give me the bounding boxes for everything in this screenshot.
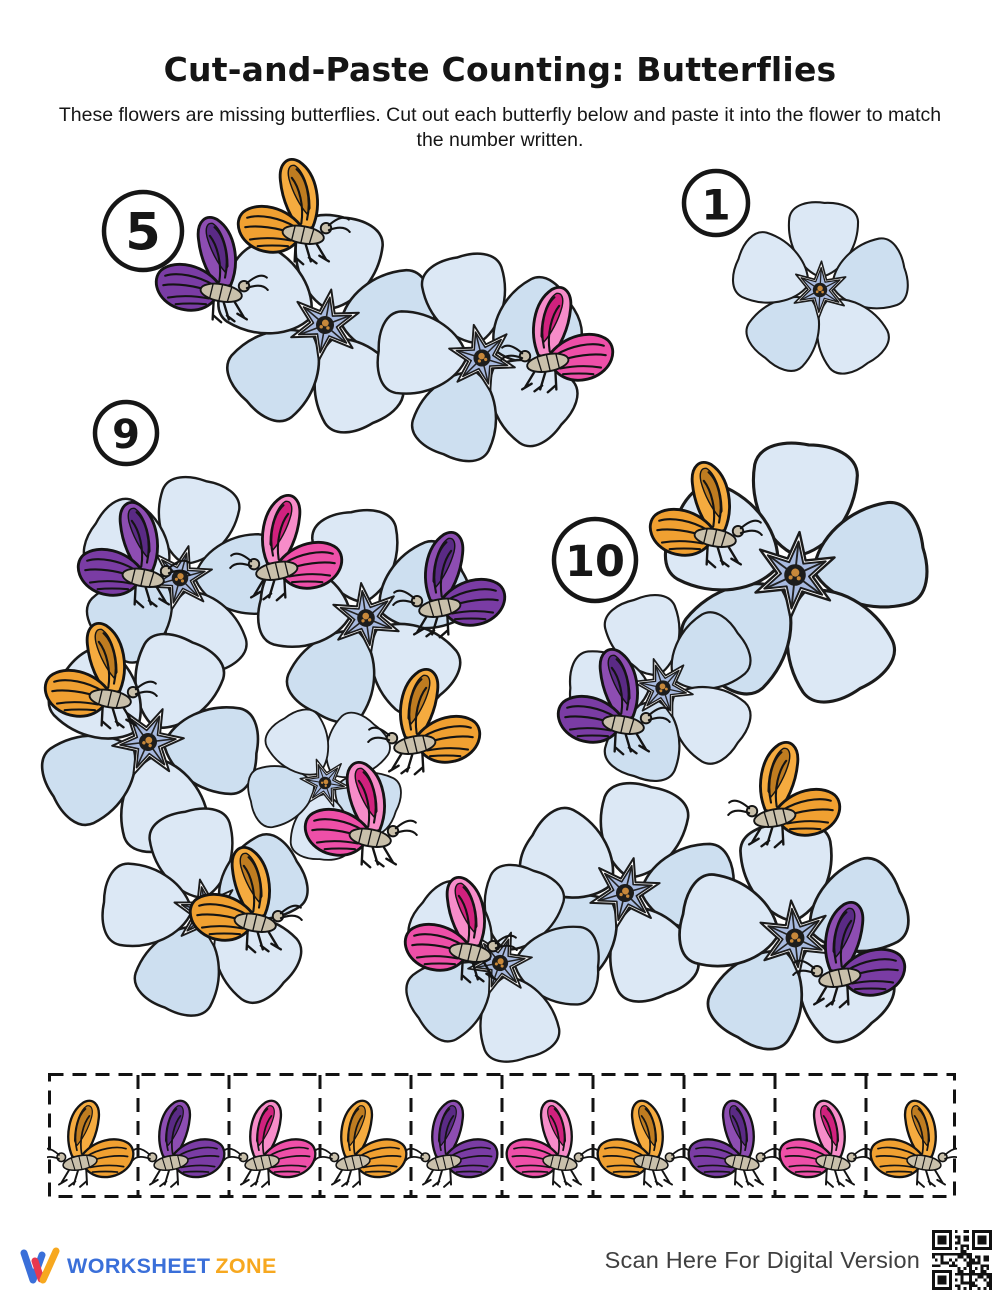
- flower-center-blossom: [444, 316, 520, 400]
- butterfly-purple: [687, 1099, 782, 1189]
- flower: [40, 632, 260, 854]
- butterfly-pink: [228, 493, 344, 602]
- number-badge-5: 5: [101, 189, 185, 273]
- flower-center-blossom: [585, 849, 665, 937]
- flower: [678, 821, 910, 1051]
- flower-center-blossom: [757, 895, 833, 981]
- butterfly-purple: [556, 647, 672, 756]
- flower-group-5: 5: [101, 157, 615, 463]
- butterfly-purple: [791, 900, 907, 1009]
- flower-center-blossom: [169, 872, 245, 954]
- flower-center-blossom: [142, 537, 218, 619]
- flower: [101, 807, 309, 1017]
- scan-cta: Scan Here For Digital Version: [605, 1228, 992, 1292]
- brand-worksheet: WORKSHEET: [67, 1253, 211, 1278]
- number-badge-10: 10: [551, 516, 639, 604]
- strip-border: [48, 1073, 956, 1198]
- butterfly-pink: [222, 1099, 317, 1189]
- flower-center-blossom: [291, 748, 359, 818]
- butterfly-purple: [131, 1099, 226, 1189]
- butterfly-purple: [154, 215, 270, 324]
- butterfly-pink: [403, 875, 519, 984]
- flower: [257, 508, 473, 724]
- number-badge-9: 9: [92, 399, 160, 467]
- flower-center-blossom: [627, 649, 699, 727]
- qr-code-icon: [932, 1230, 992, 1290]
- flower: [405, 863, 600, 1063]
- flower-group-10: 10: [403, 441, 929, 1063]
- cutout-strip: [40, 1072, 964, 1199]
- butterfly-orange: [236, 157, 352, 266]
- badge-number: 10: [565, 537, 625, 587]
- butterfly-orange: [188, 845, 304, 954]
- brand-zone: ZONE: [215, 1253, 277, 1278]
- flower-center-blossom: [329, 577, 403, 659]
- flower: [518, 781, 737, 1003]
- butterfly-purple: [404, 1099, 499, 1189]
- butterfly-orange: [648, 460, 764, 569]
- badge-number: 1: [701, 181, 730, 230]
- scene-root: 5 1 9 10: [40, 157, 929, 1063]
- scan-text: Scan Here For Digital Version: [604, 1246, 920, 1273]
- flower-center-blossom: [792, 259, 848, 321]
- flower-center-blossom: [461, 922, 539, 1004]
- butterfly-pink: [303, 760, 419, 869]
- flower-group-9: 9: [40, 399, 507, 1017]
- butterfly-orange: [366, 667, 482, 776]
- butterfly-orange: [313, 1099, 408, 1189]
- flower: [731, 201, 909, 375]
- butterfly-purple: [76, 500, 192, 609]
- flower: [217, 213, 437, 434]
- flower-center-blossom: [103, 695, 193, 789]
- number-badge-1: 1: [681, 168, 751, 238]
- flower: [247, 708, 402, 861]
- flower: [82, 475, 283, 680]
- butterfly-orange: [596, 1099, 691, 1189]
- flower-group-1: 1: [681, 168, 909, 375]
- butterfly-orange: [43, 621, 159, 730]
- flower: [376, 252, 583, 463]
- flower: [663, 441, 929, 704]
- butterfly-orange: [40, 1099, 135, 1189]
- butterfly-pink: [505, 1099, 600, 1189]
- butterfly-purple: [391, 530, 507, 639]
- butterfly-orange: [726, 740, 842, 849]
- page-title: Cut-and-Paste Counting: Butterflies: [163, 50, 837, 89]
- butterfly-pink: [778, 1099, 873, 1189]
- flower-center-blossom: [287, 283, 363, 367]
- butterfly-pink: [499, 285, 615, 394]
- badge-number: 5: [125, 204, 161, 263]
- flower: [568, 594, 752, 782]
- butterfly-orange: [869, 1099, 964, 1189]
- worksheetzone-logo-icon: [20, 1247, 60, 1284]
- badge-number: 9: [112, 412, 140, 458]
- flower-center-blossom: [752, 526, 838, 624]
- instructions-text: These flowers are missing butterflies. C…: [58, 104, 942, 151]
